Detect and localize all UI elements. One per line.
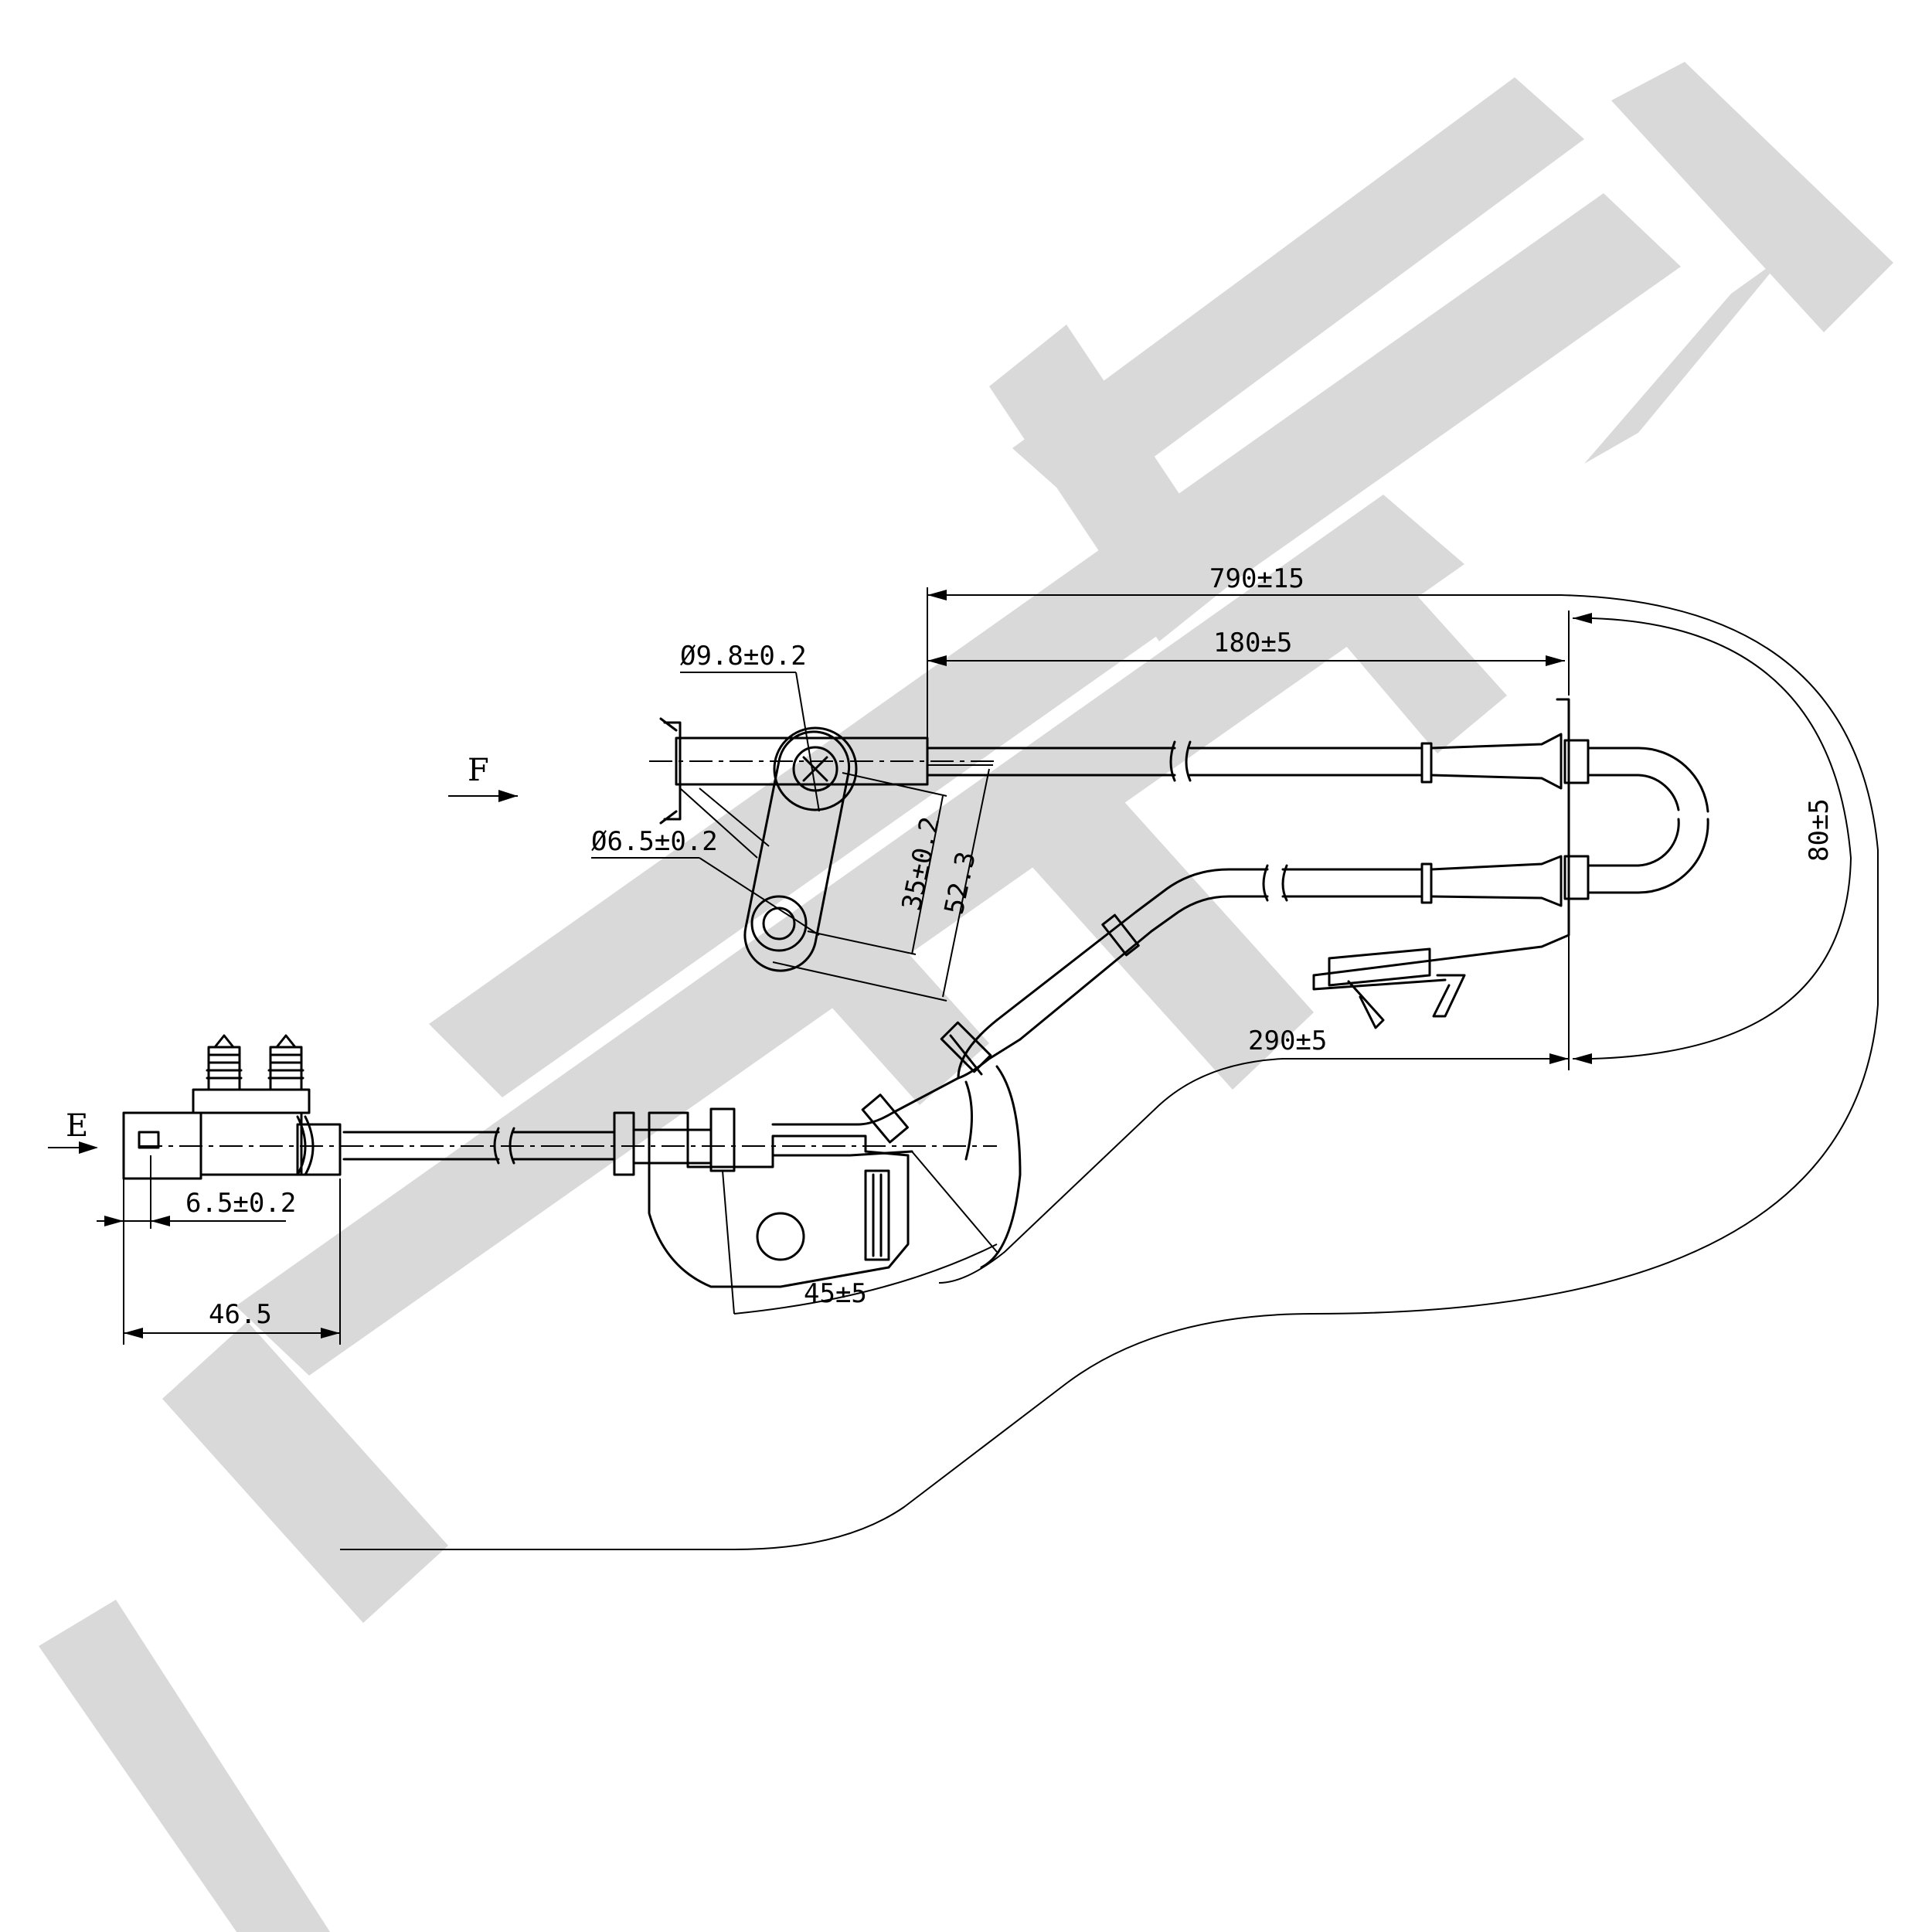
dim-label-loop-height: 80±5 bbox=[1804, 798, 1835, 862]
upper-cable bbox=[926, 733, 1590, 790]
middle-cable bbox=[1134, 855, 1563, 933]
lower-cable bbox=[139, 1127, 997, 1165]
dim-hole-large: Ø9.8±0.2 bbox=[680, 641, 820, 812]
dim-total-length: 790±15 bbox=[340, 563, 1879, 1550]
view-label-e: E bbox=[66, 1108, 88, 1144]
clip-pin-right bbox=[267, 1034, 304, 1091]
dim-connector-length: 46.5 bbox=[124, 1179, 341, 1345]
watermark-logo bbox=[39, 62, 1893, 1932]
view-arrow-e: E bbox=[48, 1108, 98, 1154]
dim-label-lower-run: 290±5 bbox=[1248, 1026, 1327, 1056]
dim-label-bracket-angle: 45±5 bbox=[804, 1278, 867, 1309]
lower-bracket bbox=[613, 1107, 910, 1288]
view-label-f: F bbox=[468, 753, 489, 788]
dim-loop-height: 80±5 bbox=[1568, 613, 1852, 1070]
dim-bracket-angle: 45±5 bbox=[722, 1151, 998, 1315]
dim-label-total-length: 790±15 bbox=[1209, 563, 1304, 594]
dim-label-clip-distance: 180±5 bbox=[1213, 628, 1292, 658]
clip-pin-left bbox=[206, 1034, 243, 1091]
electrical-connector bbox=[122, 1034, 342, 1180]
dim-clip-distance: 180±5 bbox=[927, 611, 1570, 696]
dim-hole-small: Ø6.5±0.2 bbox=[591, 826, 820, 936]
dim-label-connector-offset: 6.5±0.2 bbox=[185, 1188, 296, 1219]
cable-loop bbox=[1587, 747, 1709, 894]
lower-cable-sweep bbox=[771, 910, 1153, 1269]
dim-label-connector-length: 46.5 bbox=[209, 1299, 272, 1330]
dim-connector-offset: 6.5±0.2 bbox=[97, 1155, 296, 1345]
dim-label-hole-large: Ø9.8±0.2 bbox=[680, 641, 807, 672]
dim-label-hole-small: Ø6.5±0.2 bbox=[591, 826, 718, 857]
dim-lower-run: 290±5 bbox=[938, 1026, 1569, 1284]
view-arrow-f: F bbox=[448, 753, 518, 802]
